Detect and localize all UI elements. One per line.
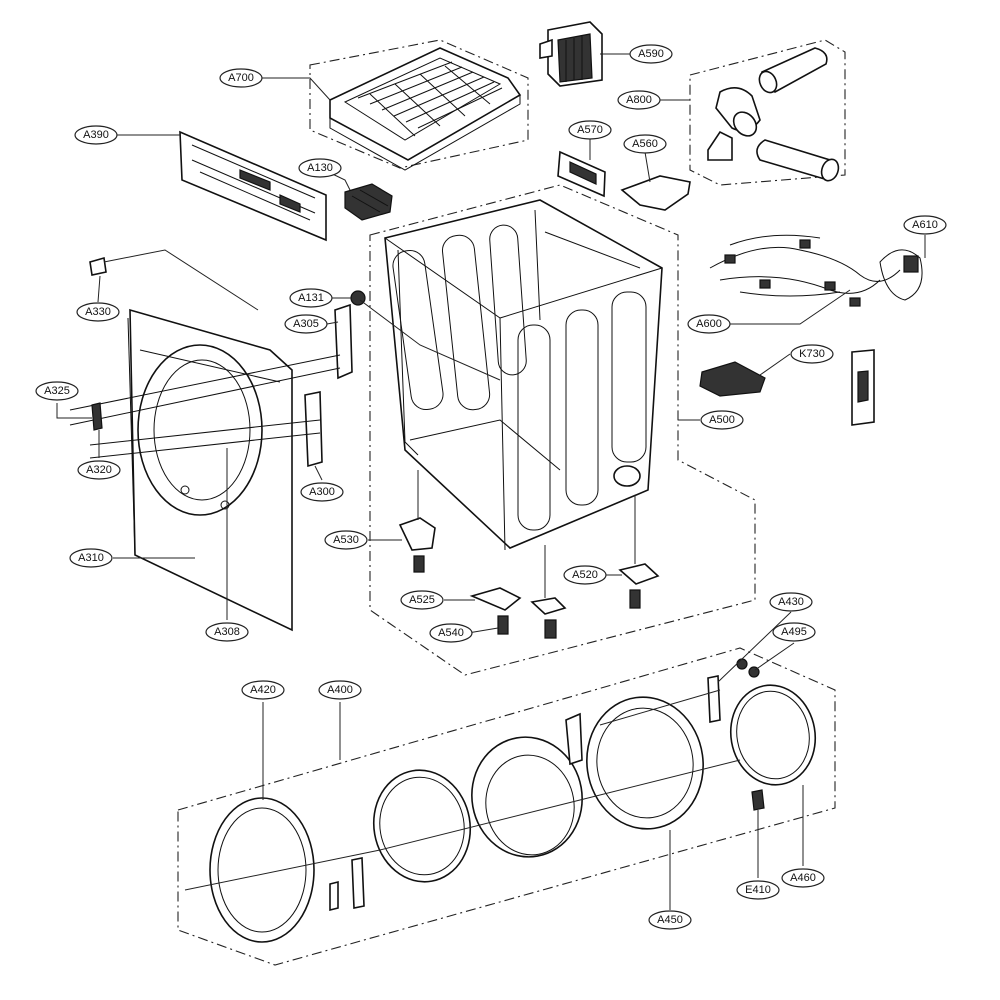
callout-a570: A570	[568, 120, 612, 140]
callout-a560: A560	[623, 134, 667, 154]
callout-label-e410: E410	[745, 884, 771, 896]
leg-bracket-a530	[398, 517, 436, 573]
callout-a300: A300	[300, 482, 344, 502]
door-glass-frame-part	[372, 769, 472, 883]
callout-a525: A525	[400, 590, 444, 610]
callout-label-a590: A590	[638, 48, 664, 60]
callout-a420: A420	[241, 680, 285, 700]
callout-label-a130: A130	[307, 162, 333, 174]
callout-a590: A590	[629, 44, 673, 64]
callout-a330: A330	[76, 302, 120, 322]
callout-a540: A540	[429, 623, 473, 643]
group-outline-door	[177, 647, 836, 966]
door-inner-frame-part	[586, 696, 704, 830]
callout-label-a430: A430	[778, 596, 804, 608]
callout-a325: A325	[35, 381, 79, 401]
hinge-bracket-part-a305	[334, 303, 353, 380]
callout-label-a570: A570	[577, 124, 603, 136]
callout-label-a305: A305	[293, 318, 319, 330]
door-gasket-part	[729, 684, 817, 786]
leg-bracket-a525	[469, 587, 522, 635]
leg-bracket-a540	[530, 597, 567, 639]
knob-part-a131	[350, 290, 366, 306]
door-outer-ring-part	[209, 797, 315, 943]
hinge-rod-lower	[89, 419, 321, 459]
callout-a700: A700	[219, 68, 263, 88]
door-glass-part	[471, 736, 583, 858]
callout-a460: A460	[781, 868, 825, 888]
group-outline-duct	[689, 39, 846, 186]
callout-label-a308: A308	[214, 626, 240, 638]
sensor-plate-part	[557, 150, 606, 198]
callout-a390: A390	[74, 125, 118, 145]
exhaust-duct-part	[707, 47, 840, 182]
callout-a130: A130	[298, 158, 342, 178]
callout-label-a800: A800	[626, 94, 652, 106]
filter-housing-part	[539, 21, 603, 87]
callout-label-a420: A420	[250, 684, 276, 696]
hinge-rod-upper	[69, 354, 341, 426]
callout-a500: A500	[700, 410, 744, 430]
callout-label-a500: A500	[709, 414, 735, 426]
callout-label-a700: A700	[228, 72, 254, 84]
callout-label-a600: A600	[696, 318, 722, 330]
switch-part-a330	[89, 256, 107, 276]
screw-part-a495	[736, 658, 760, 678]
latch-part-e410	[751, 789, 765, 811]
callout-a310: A310	[69, 548, 113, 568]
connector-block-part	[344, 183, 393, 221]
wire-harness-part	[709, 234, 901, 307]
callout-label-a310: A310	[78, 552, 104, 564]
callout-label-a540: A540	[438, 627, 464, 639]
callout-a495: A495	[772, 622, 816, 642]
cabinet-part	[384, 199, 663, 551]
callout-label-a400: A400	[327, 684, 353, 696]
callout-label-a320: A320	[86, 464, 112, 476]
callout-a320: A320	[77, 460, 121, 480]
callout-a308: A308	[205, 622, 249, 642]
callout-label-a390: A390	[83, 129, 109, 141]
side-latch-detail	[857, 370, 869, 403]
callout-e410: E410	[736, 880, 780, 900]
callout-a131: A131	[289, 288, 333, 308]
callout-label-a610: A610	[912, 219, 938, 231]
callout-label-a460: A460	[790, 872, 816, 884]
callout-a430: A430	[769, 592, 813, 612]
harness-connector-part	[879, 249, 923, 301]
callout-a520: A520	[563, 565, 607, 585]
wire-bundle-part	[699, 361, 766, 397]
callout-a450: A450	[648, 910, 692, 930]
hinge-bracket-part-a300	[304, 391, 323, 468]
control-bracket-part	[179, 130, 327, 242]
callout-label-a520: A520	[572, 569, 598, 581]
callout-a400: A400	[318, 680, 362, 700]
callout-label-a450: A450	[657, 914, 683, 926]
latch-part-a320	[91, 402, 103, 431]
callout-label-a325: A325	[44, 385, 70, 397]
callout-label-a330: A330	[85, 306, 111, 318]
door-hinge-part	[329, 675, 721, 912]
callout-a530: A530	[324, 530, 368, 550]
bracket-part-a560	[620, 175, 691, 211]
callout-label-a530: A530	[333, 534, 359, 546]
callout-a600: A600	[687, 314, 731, 334]
callout-k730: K730	[790, 344, 834, 364]
callout-label-k730: K730	[799, 348, 825, 360]
callout-a305: A305	[284, 314, 328, 334]
leg-bracket-a520	[618, 563, 660, 609]
callout-a800: A800	[617, 90, 661, 110]
front-panel-part	[127, 308, 293, 632]
drying-rack-part	[329, 47, 522, 171]
callout-label-a495: A495	[781, 626, 807, 638]
callout-label-a560: A560	[632, 138, 658, 150]
callout-label-a525: A525	[409, 594, 435, 606]
leader-lines	[56, 53, 926, 910]
callout-a610: A610	[903, 215, 947, 235]
callout-label-a131: A131	[298, 292, 324, 304]
callout-label-a300: A300	[309, 486, 335, 498]
